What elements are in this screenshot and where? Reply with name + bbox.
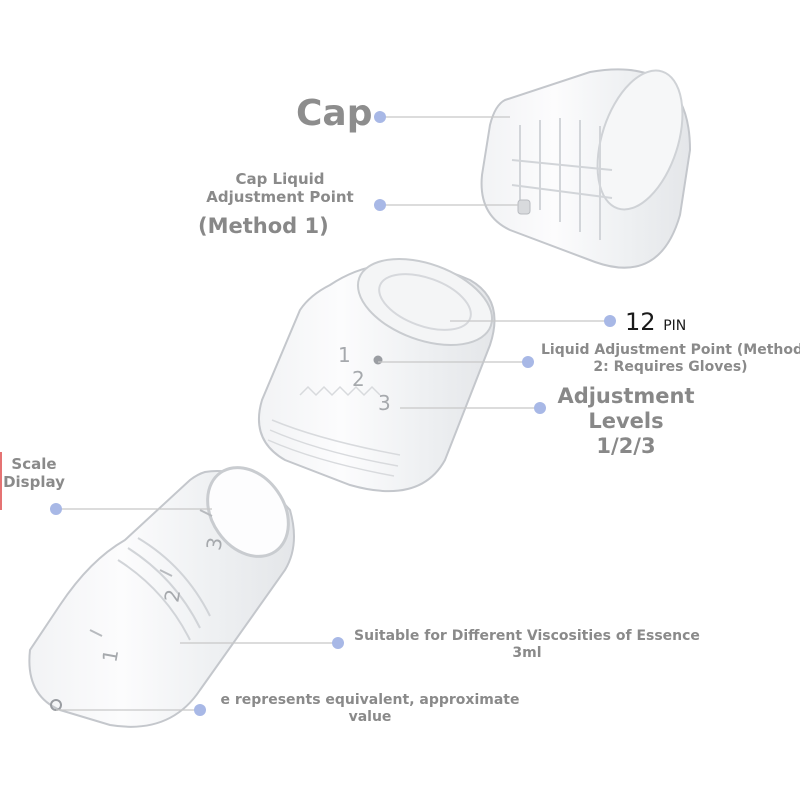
cap-liquid-line1: Cap Liquid [235, 170, 325, 188]
pin-unit: PIN [663, 318, 687, 334]
pointer-dots [50, 111, 616, 716]
dot-liquid-point [522, 356, 534, 368]
dot-equivalent [194, 704, 206, 716]
tube-level-2: 2 [159, 587, 185, 604]
cap-part [480, 68, 692, 269]
dot-viscosity [332, 637, 344, 649]
adjustment-line1: Adjustment [557, 384, 695, 408]
edge-accent [0, 452, 2, 510]
cap-liquid-line2: Adjustment Point [206, 188, 354, 206]
method1-label: (Method 1) [198, 214, 329, 239]
middle-level-3: 3 [378, 391, 391, 415]
tube-level-1: 1 [97, 647, 123, 664]
viscosity-line2: 3ml [512, 644, 542, 661]
middle-level-1: 1 [338, 343, 351, 367]
middle-body-part: 1 2 3 [257, 258, 496, 493]
equivalent-label: e represents equivalent, approximate val… [220, 692, 520, 726]
equivalent-line2: value [348, 708, 392, 725]
dot-cap [374, 111, 386, 123]
cap-liquid-label: Cap Liquid Adjustment Point [200, 170, 360, 206]
viscosity-label: Suitable for Different Viscosities of Es… [352, 628, 702, 662]
method1-text: (Method 1) [198, 214, 329, 238]
viscosity-line1: Suitable for Different Viscosities of Es… [354, 628, 700, 644]
pin-label: 12 PIN [625, 308, 686, 336]
cap-label: Cap [296, 92, 372, 135]
scale-line2: Display [3, 473, 65, 491]
dot-scale [50, 503, 62, 515]
dot-cap-liquid [374, 199, 386, 211]
scale-line1: Scale [11, 455, 57, 473]
equivalent-line1: e represents equivalent, approximate [220, 692, 520, 708]
dot-pin [604, 315, 616, 327]
liquid-point-line2: 2: Requires Gloves) [593, 358, 748, 375]
dot-adjustment [534, 402, 546, 414]
adjustment-label: Adjustment Levels 1/2/3 [556, 384, 696, 460]
liquid-point-label: Liquid Adjustment Point (Method 2: Requi… [541, 342, 800, 376]
cap-label-text: Cap [296, 93, 373, 134]
scale-label: Scale Display [0, 455, 68, 491]
leader-lines [56, 116, 610, 711]
adjustment-line2: Levels 1/2/3 [588, 409, 664, 459]
liquid-point-line1: Liquid Adjustment Point (Method [541, 342, 800, 358]
middle-level-2: 2 [352, 367, 365, 391]
tube-part: 3 2 1 [28, 466, 295, 728]
tube-level-3: 3 [201, 535, 227, 552]
pin-number: 12 [625, 308, 656, 336]
